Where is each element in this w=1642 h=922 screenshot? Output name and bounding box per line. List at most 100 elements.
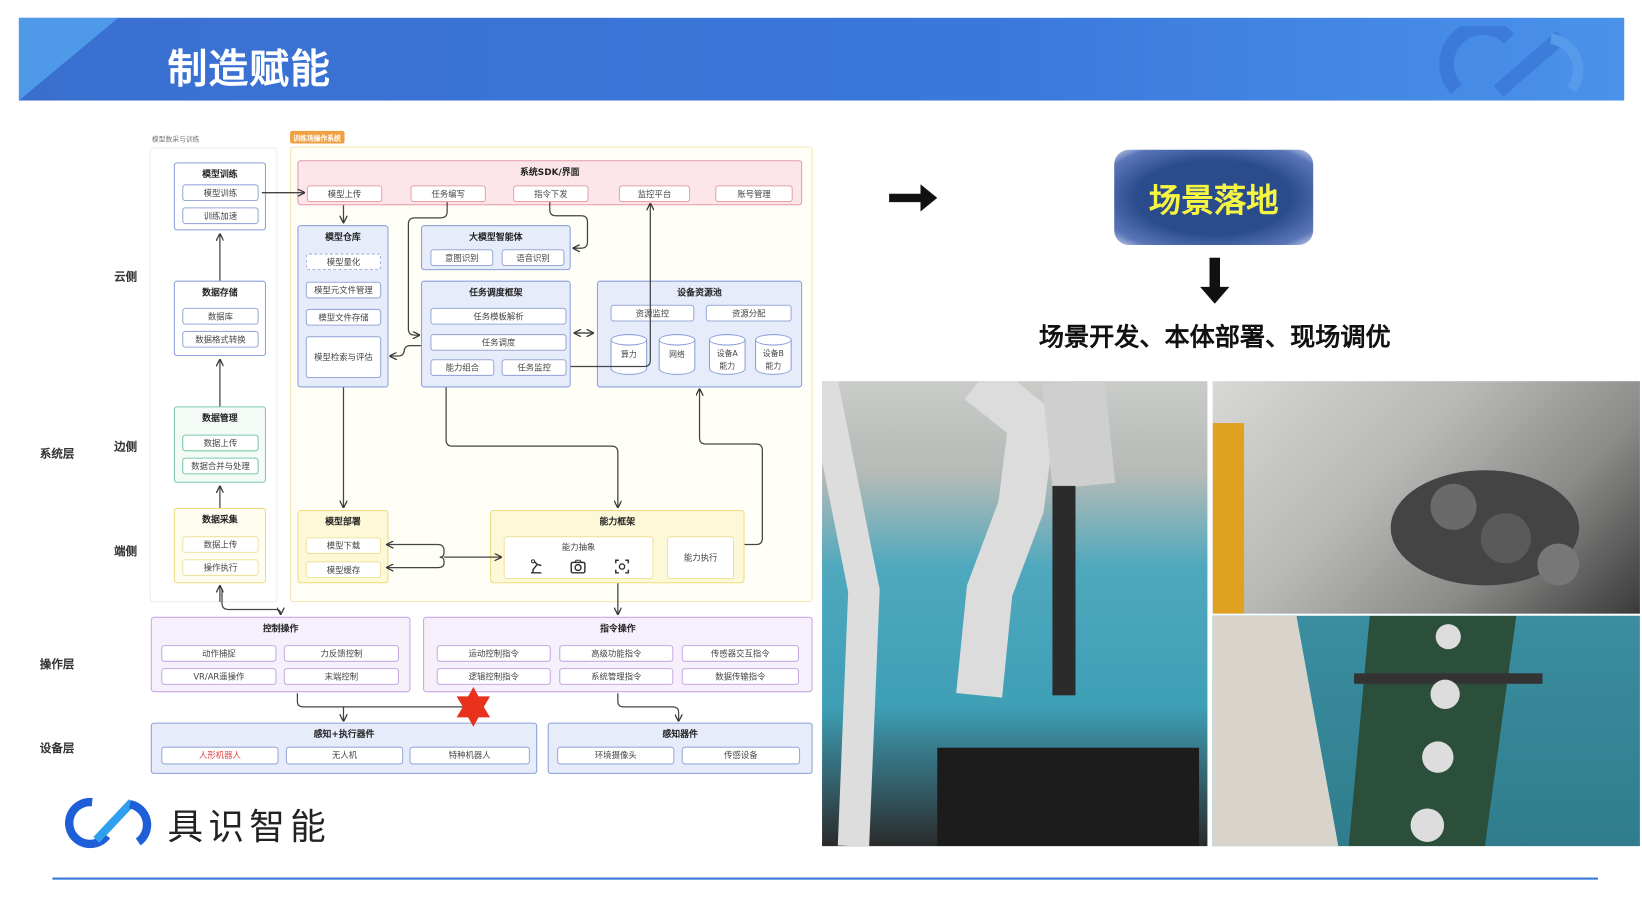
perception-box: 感知器件 环境摄像头 传感设备 [547,722,813,774]
item-data-format-conversion: 数据格式转换 [182,330,259,348]
box-title: 模型部署 [325,517,361,528]
item-data-command: 数据传输指令 [681,668,800,685]
capability-execution: 能力执行 [667,536,735,580]
left-panel-label: 模型数采与训练 [151,135,200,144]
llm-agent-box: 大模型智能体 意图识别 语音识别 [420,225,571,271]
item-model-upload: 模型上传 [306,185,383,203]
box-title: 指令操作 [600,624,636,635]
capability-abstraction-label: 能力抽象 [561,542,596,552]
cylinder-device-b: 设备B 能力 [755,334,792,380]
cylinder-network: 网络 [658,334,696,380]
capability-framework-box: 能力框架 能力抽象 能力执行 [490,509,745,584]
footer-divider [52,877,1599,880]
cylinder-device-a: 设备A 能力 [708,334,746,380]
cylinder-label: 算力 [620,349,637,360]
item-speech-recognition: 语音识别 [501,249,565,266]
camera-icon [570,559,586,574]
item-resource-allocation: 资源分配 [705,304,792,322]
scene-title: 场景落地 [1148,182,1279,220]
star-marker-icon [456,686,491,727]
item-task-template-parsing: 任务模板解析 [430,307,567,325]
logo-watermark-icon [1439,26,1584,97]
box-title: 能力框架 [599,517,636,528]
item-motion-command: 运动控制指令 [436,645,551,662]
label-end: 端侧 [114,544,138,559]
item-capability-composition: 能力组合 [430,359,495,376]
box-title: 任务调度框架 [469,287,523,299]
company-logo-icon [65,797,152,849]
item-command-dispatch: 指令下发 [513,185,589,203]
box-title: 模型仓库 [325,232,361,243]
box-title: 数据采集 [202,515,238,526]
item-humanoid-robot: 人形机器人 [161,746,279,765]
item-account-management: 账号管理 [715,185,793,203]
label-edge: 边侧 [114,439,138,454]
box-title: 设备资源池 [677,287,722,299]
photo-conveyor-fittings [1212,615,1640,847]
model-deploy-box: 模型部署 模型下载 模型缓存 [297,509,389,584]
company-name: 具识智能 [167,806,331,849]
box-title: 数据管理 [202,413,238,425]
scene-landing-badge: 场景落地 [1114,149,1314,246]
item-model-meta-management: 模型元文件管理 [305,281,382,299]
item-model-quantization: 模型量化 [305,253,382,271]
photo-pipe-fittings-bin [1212,381,1640,614]
item-intent-recognition: 意图识别 [430,249,494,266]
perception-exec-box: 感知+执行器件 人形机器人 无人机 特种机器人 [150,722,538,774]
left-panel [149,147,278,603]
data-collection-box: 数据采集 数据上传 操作执行 [173,507,266,584]
cylinder-label: 网络 [669,349,685,360]
resource-pool-box: 设备资源池 资源监控 资源分配 算力 网络 设备A 能力 设备B 能力 [596,280,803,388]
scene-subtitle: 场景开发、本体部署、现场调优 [1038,322,1391,352]
data-storage-box: 数据存储 数据库 数据格式转换 [173,280,266,357]
robot-arm-icon [530,559,542,574]
label-device-layer: 设备层 [39,741,75,756]
cylinder-label: 设备A 能力 [716,348,738,371]
item-task-monitoring: 任务监控 [501,359,567,376]
item-model-file-storage: 模型文件存储 [305,308,382,326]
item-vr-ar-teleop: VR/AR遥操作 [161,668,277,685]
item-database: 数据库 [182,307,259,325]
item-task-scheduling: 任务调度 [430,334,567,351]
label-cloud: 云侧 [114,270,138,284]
box-title: 模型训练 [202,169,238,181]
header-banner: 制造赋能 [18,17,1625,101]
item-sensor-command: 传感器交互指令 [681,645,800,662]
box-title: 感知器件 [662,729,698,741]
item-special-robot: 特种机器人 [409,746,530,765]
item-drone: 无人机 [285,746,404,765]
right-arrow-icon [889,184,938,212]
sensor-scan-icon [615,559,630,574]
item-model-search-eval: 模型检索与评估 [305,336,382,379]
command-operation-box: 指令操作 运动控制指令 高级功能指令 传感器交互指令 逻辑控制指令 系统管理指令… [423,616,813,693]
cylinder-compute: 算力 [610,334,648,380]
model-training-box: 模型训练 模型训练 训练加速 [173,162,266,231]
item-logic-command: 逻辑控制指令 [436,668,551,685]
item-data-merge: 数据合并与处理 [182,457,259,475]
data-management-box: 数据管理 数据上传 数据合并与处理 [173,406,266,483]
item-resource-monitoring: 资源监控 [610,304,695,322]
photo-robot-arm-grasping [822,381,1208,847]
label-system-layer: 系统层 [39,447,75,461]
training-os-tag: 训练场操作系统 [290,130,345,144]
box-title: 控制操作 [262,624,299,635]
item-training-acceleration: 训练加速 [182,207,259,225]
control-operation-box: 控制操作 动作捕捉 力反馈控制 VR/AR遥操作 末端控制 [150,616,411,693]
item-end-control: 末端控制 [283,668,399,685]
down-arrow-icon [1200,257,1230,304]
banner-accent [18,17,119,101]
model-repo-box: 模型仓库 模型量化 模型元文件管理 模型文件存储 模型检索与评估 [297,225,389,388]
box-title: 大模型智能体 [469,232,523,243]
item-monitor-platform: 监控平台 [618,185,691,203]
item-model-training: 模型训练 [182,184,259,202]
item-advanced-command: 高级功能指令 [559,645,674,662]
item-force-feedback: 力反馈控制 [283,645,399,662]
item-model-cache: 模型缓存 [305,561,382,579]
item-model-download: 模型下载 [305,537,382,554]
item-data-upload: 数据上传 [182,536,259,553]
item-motion-capture: 动作捕捉 [161,645,277,662]
page-title: 制造赋能 [167,46,331,93]
cylinder-label: 设备B 能力 [762,348,784,371]
item-task-writing: 任务编写 [410,185,486,203]
box-title: 系统SDK/界面 [520,167,580,179]
